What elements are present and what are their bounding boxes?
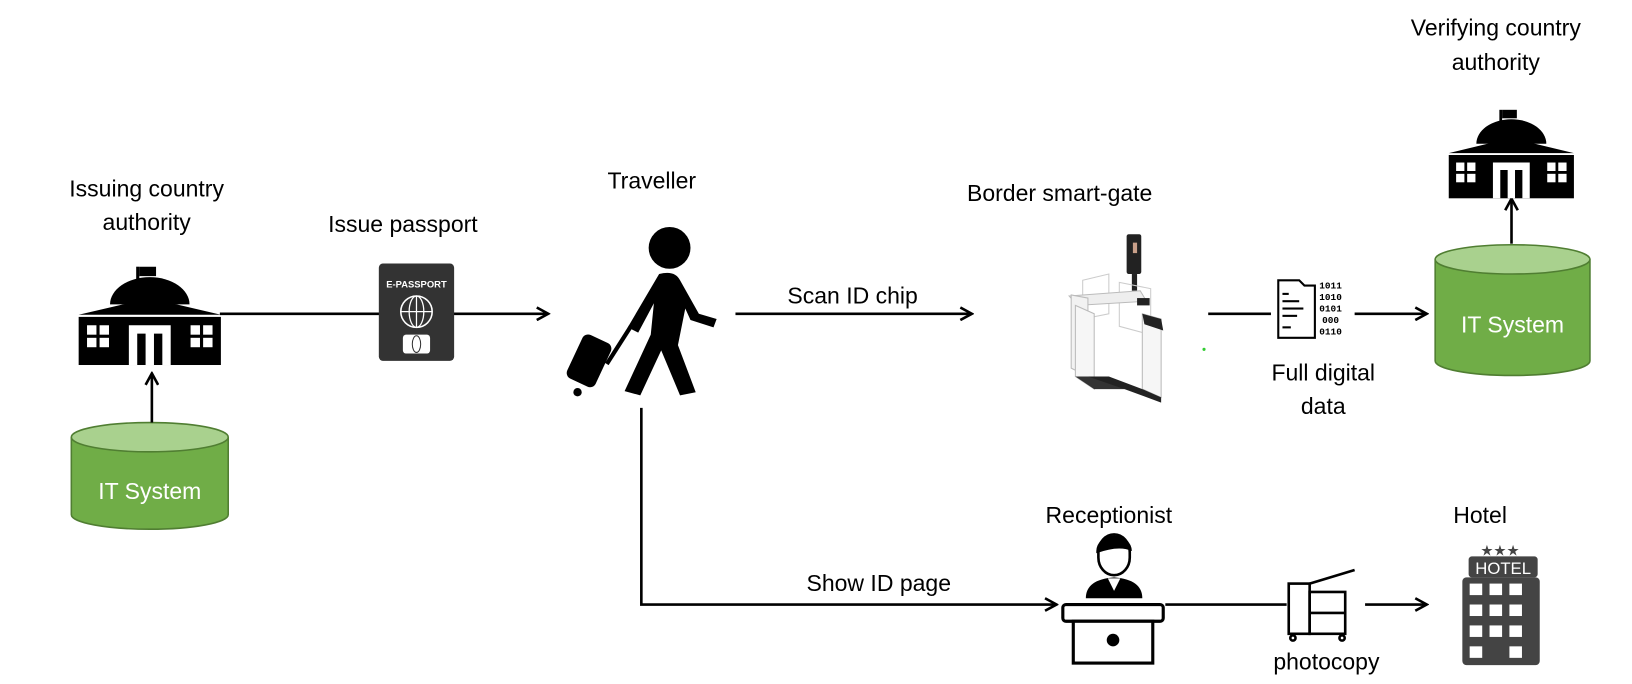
verifying-it-system: IT System [1434, 243, 1591, 377]
smart-gate-icon [1068, 234, 1206, 403]
traveller-label: Traveller [607, 167, 696, 193]
verifying-authority-label-1: Verifying country [1411, 15, 1582, 41]
arrow-traveller-to-receptionist [640, 407, 1056, 605]
svg-text:1011: 1011 [1319, 281, 1342, 292]
svg-text:0101: 0101 [1319, 304, 1342, 315]
show-id-page-label: Show ID page [807, 570, 951, 596]
issuing-authority-label-1: Issuing country [69, 176, 224, 202]
receptionist-label: Receptionist [1046, 502, 1173, 528]
photocopy-label: photocopy [1273, 648, 1380, 674]
receptionist-desk-icon [1061, 533, 1165, 665]
issuing-authority-label-2: authority [103, 209, 192, 235]
svg-text:★★★: ★★★ [1480, 542, 1519, 559]
database-cylinder-icon [70, 437, 230, 530]
issue-passport-label: Issue passport [328, 211, 478, 237]
binary-document-icon: 1011 1010 0101 000 0110 [1277, 279, 1342, 339]
government-building-icon [1448, 109, 1574, 199]
photocopier-icon [1287, 568, 1356, 642]
hotel-building-icon: ★★★ HOTEL [1462, 542, 1540, 666]
digital-data-label-1: Full digital [1271, 360, 1375, 386]
issuing-it-system: IT System [70, 421, 230, 530]
hotel-sign-text: HOTEL [1475, 559, 1531, 578]
verifying-it-system-label: IT System [1461, 312, 1564, 338]
verifying-authority-label-2: authority [1452, 49, 1541, 75]
e-passport-icon: E-PASSPORT [378, 263, 455, 361]
svg-text:1010: 1010 [1319, 292, 1342, 303]
government-building-icon [78, 266, 221, 366]
svg-text:000: 000 [1322, 315, 1339, 326]
smart-gate-label: Border smart-gate [967, 180, 1152, 206]
scan-id-chip-label: Scan ID chip [787, 282, 917, 308]
svg-text:0110: 0110 [1319, 327, 1342, 338]
digital-data-label-2: data [1301, 393, 1346, 419]
hotel-label: Hotel [1453, 502, 1507, 528]
traveller-with-luggage-icon [566, 226, 717, 397]
passport-cover-text: E-PASSPORT [386, 279, 447, 290]
database-cylinder-icon [1434, 259, 1591, 377]
issuing-it-system-label: IT System [98, 478, 201, 504]
